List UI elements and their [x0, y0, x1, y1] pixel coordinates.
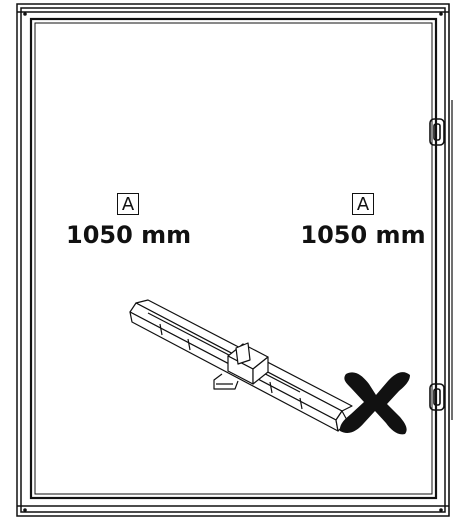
right-dimension-callout: A 1050 mm — [296, 193, 430, 249]
right-dimension-label: 1050 mm — [300, 221, 426, 249]
right-reference-marker: A — [352, 193, 374, 215]
left-dimension-callout: A 1050 mm — [66, 193, 192, 249]
left-dimension-label: 1050 mm — [66, 221, 192, 249]
left-reference-marker: A — [117, 193, 139, 215]
door-panel — [29, 17, 438, 500]
corner-screws — [23, 12, 443, 512]
upper-hinge-icon — [429, 118, 445, 146]
lower-hinge-icon — [429, 383, 445, 411]
right-side-post — [448, 4, 453, 516]
leveling-bracket-icon — [129, 299, 353, 432]
outer-frame — [16, 3, 450, 517]
x-mark-icon — [339, 372, 410, 435]
